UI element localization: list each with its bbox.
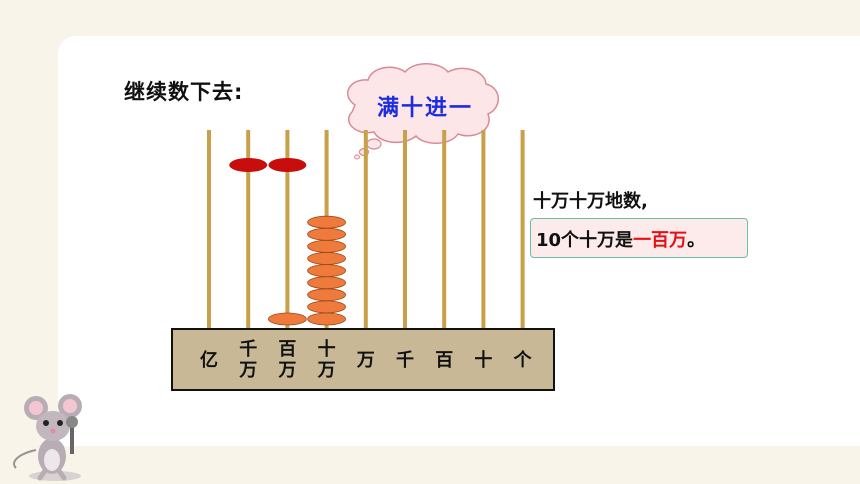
abacus-rod-ge <box>520 130 525 329</box>
abacus-rod-shi <box>481 130 486 329</box>
abacus-rod-yi <box>207 130 211 329</box>
abacus-bead <box>307 227 347 241</box>
description-suffix: 。 <box>687 230 706 251</box>
abacus-bead <box>307 312 347 326</box>
place-label-char: 百 <box>278 339 297 360</box>
place-label-wan: 万 <box>351 350 381 371</box>
abacus-bead <box>307 264 347 278</box>
abacus-bead <box>307 276 347 290</box>
place-label-baiwan: 百万 <box>272 339 302 381</box>
description-line-1: 十万十万地数, <box>533 191 648 212</box>
place-label-ge: 个 <box>508 350 538 371</box>
description-prefix: 10个十万是 <box>536 230 634 251</box>
abacus-bead <box>307 215 347 229</box>
place-label-char: 个 <box>513 349 532 371</box>
abacus-bead <box>307 239 347 253</box>
place-label-yi: 亿 <box>194 350 224 371</box>
abacus-rod-qianwan <box>246 130 251 329</box>
abacus-bead <box>307 288 347 302</box>
place-label-qian: 千 <box>390 350 420 371</box>
place-label-shi: 十 <box>468 350 498 371</box>
place-label-char: 万 <box>278 360 297 381</box>
abacus-bead <box>267 312 307 326</box>
place-label-char: 万 <box>356 349 375 371</box>
place-label-bai: 百 <box>429 350 459 371</box>
abacus-bead <box>307 252 347 265</box>
mouse-mascot-icon <box>13 394 82 481</box>
place-label-char: 千 <box>396 349 414 371</box>
abacus-rod-wan <box>363 130 368 329</box>
abacus-frame <box>171 328 555 391</box>
place-label-char: 千 <box>239 339 258 360</box>
place-label-shiwan: 十万 <box>312 339 342 381</box>
carry-bead <box>229 158 268 172</box>
place-label-char: 百 <box>435 349 454 371</box>
abacus <box>171 63 555 391</box>
place-label-qianwan: 千万 <box>233 339 263 381</box>
abacus-rod-bai <box>442 130 447 329</box>
description-line-2: 10个十万是一百万。 <box>536 226 705 252</box>
bubble-text: 满十进一 <box>376 96 473 121</box>
place-label-char: 十 <box>474 349 493 371</box>
page-title: 继续数下去: <box>124 80 244 104</box>
highlight-box <box>530 218 748 258</box>
place-label-char: 十 <box>317 339 336 360</box>
place-label-char: 万 <box>239 360 258 381</box>
abacus-rod-qian <box>403 130 407 329</box>
place-label-char: 万 <box>317 360 336 381</box>
description-highlight: 一百万 <box>633 230 688 251</box>
place-label-char: 亿 <box>200 349 218 371</box>
abacus-bead <box>307 300 347 314</box>
carry-bead <box>268 158 307 172</box>
abacus-rod-baiwan <box>285 130 290 329</box>
